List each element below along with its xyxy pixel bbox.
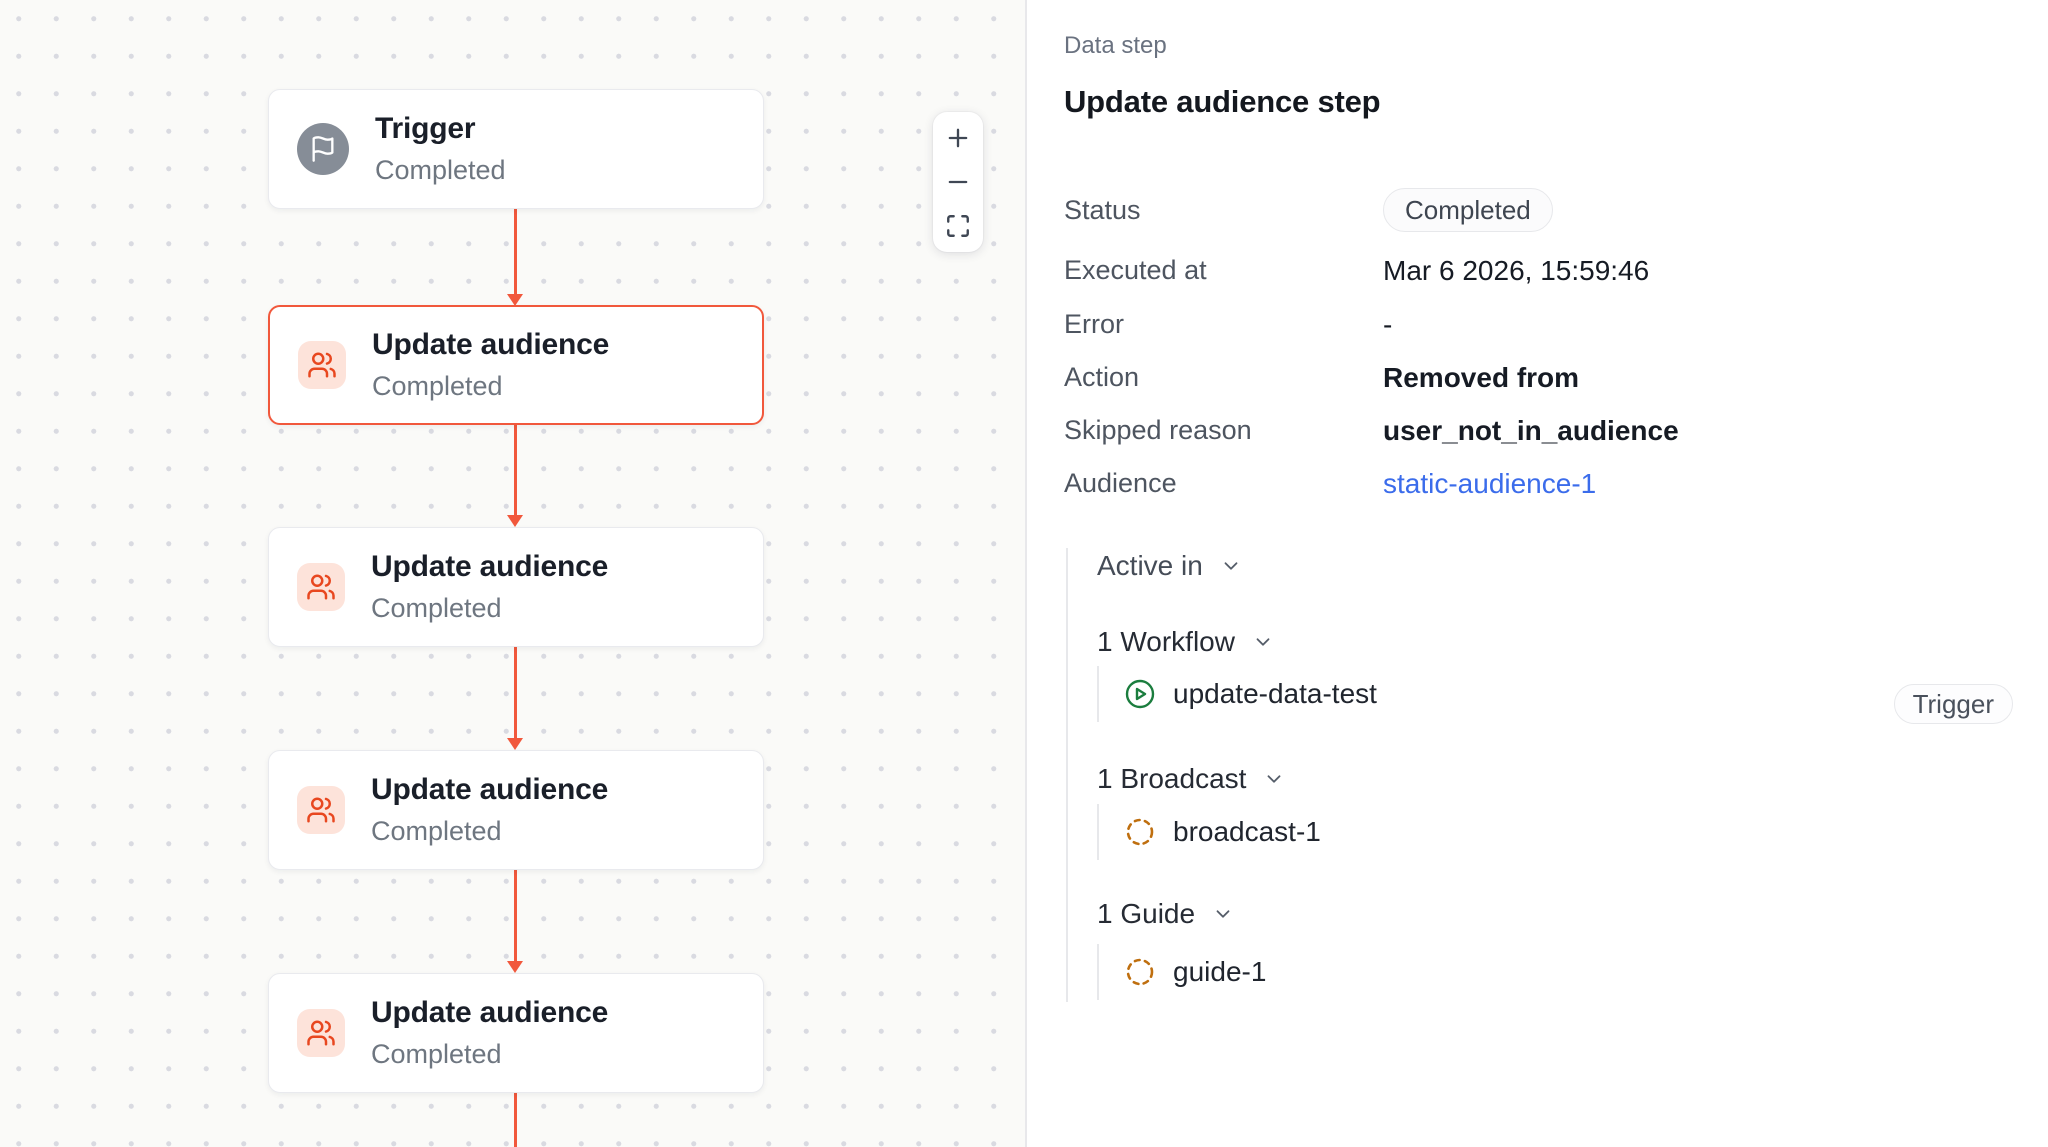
edge-arrow (507, 870, 523, 973)
group-workflow-toggle[interactable]: 1 Workflow (1097, 626, 1274, 658)
active-in-label: Active in (1097, 550, 1203, 581)
flag-icon (297, 123, 349, 175)
field-label: Action (1064, 362, 1140, 392)
chevron-down-icon (1220, 555, 1242, 577)
list-item-guide[interactable]: guide-1 (1097, 944, 1266, 1000)
field-value: Removed from (1383, 362, 1580, 393)
edge-arrow (507, 209, 523, 306)
field-row-status: Status Completed (1064, 188, 2024, 232)
status-badge: Completed (1383, 188, 1553, 232)
node-title: Update audience (371, 773, 609, 806)
chevron-down-icon (1212, 903, 1234, 925)
canvas-zoom-toolbar (933, 112, 983, 252)
zoom-in-button[interactable] (933, 116, 983, 160)
node-title: Update audience (371, 996, 609, 1029)
field-value: - (1383, 309, 1393, 340)
node-update-audience[interactable]: Update audience Completed (268, 305, 764, 425)
node-status: Completed (372, 371, 503, 401)
group-header: 1 Broadcast (1097, 763, 1247, 794)
plus-icon (948, 128, 968, 148)
active-in-toggle[interactable]: Active in (1097, 550, 1242, 582)
arrowhead (507, 738, 523, 750)
fit-view-button[interactable] (933, 204, 983, 248)
panel-eyebrow: Data step (1064, 32, 1167, 59)
node-title: Trigger (375, 112, 476, 145)
edge-arrow (507, 647, 523, 750)
field-value: user_not_in_audience (1383, 415, 1679, 446)
circle-play-icon (1124, 678, 1156, 710)
node-title: Update audience (372, 328, 610, 361)
edge-arrow (507, 425, 523, 527)
group-header: 1 Workflow (1097, 626, 1235, 657)
node-status: Completed (371, 816, 502, 846)
guide-name: guide-1 (1173, 956, 1267, 987)
trigger-tag-badge: Trigger (1893, 684, 2013, 724)
arrowhead (507, 515, 523, 527)
list-item-broadcast[interactable]: broadcast-1 (1097, 804, 1321, 860)
zoom-out-button[interactable] (933, 160, 983, 204)
group-header: 1 Guide (1097, 898, 1196, 929)
field-label: Skipped reason (1064, 415, 1252, 445)
audience-link[interactable]: static-audience-1 (1383, 468, 1597, 499)
node-trigger[interactable]: Trigger Completed (268, 89, 764, 209)
maximize-icon (947, 215, 969, 237)
node-status: Completed (371, 593, 502, 623)
chevron-down-icon (1263, 768, 1285, 790)
edge-arrow (514, 1093, 517, 1147)
group-broadcast-toggle[interactable]: 1 Broadcast (1097, 763, 1285, 795)
node-title: Update audience (371, 550, 609, 583)
field-row-error: Error - (1064, 309, 2024, 341)
users-icon (297, 786, 345, 834)
node-update-audience[interactable]: Update audience Completed (268, 750, 764, 870)
node-status: Completed (375, 155, 506, 185)
group-guide-toggle[interactable]: 1 Guide (1097, 898, 1234, 930)
broadcast-name: broadcast-1 (1173, 816, 1321, 847)
field-row-skipped-reason: Skipped reason user_not_in_audience (1064, 415, 2024, 447)
node-update-audience[interactable]: Update audience Completed (268, 973, 764, 1093)
users-icon (297, 1009, 345, 1057)
workflow-canvas[interactable]: Trigger Completed Update audience Comple… (0, 0, 1027, 1147)
step-detail-panel: Data step Update audience step Status Co… (1029, 0, 2048, 1147)
list-item-workflow[interactable]: update-data-test (1097, 666, 1377, 722)
arrowhead (507, 961, 523, 973)
field-row-action: Action Removed from (1064, 362, 2024, 394)
field-label: Error (1064, 309, 1124, 339)
page-title: Update audience step (1064, 84, 1381, 119)
node-update-audience[interactable]: Update audience Completed (268, 527, 764, 647)
field-row-audience: Audience static-audience-1 (1064, 468, 2024, 500)
minus-icon (948, 180, 968, 184)
dashed-circle-icon (1124, 956, 1156, 988)
field-label: Status (1064, 194, 1141, 225)
node-status: Completed (371, 1039, 502, 1069)
chevron-down-icon (1252, 631, 1274, 653)
field-label: Executed at (1064, 255, 1207, 285)
dashed-circle-icon (1124, 816, 1156, 848)
workflow-name: update-data-test (1173, 678, 1377, 709)
field-label: Audience (1064, 468, 1177, 498)
active-in-section: Active in 1 Workflow update-data-test 1 … (1066, 548, 1996, 1002)
arrowhead (507, 294, 523, 306)
users-icon (298, 341, 346, 389)
field-value: Mar 6 2026, 15:59:46 (1383, 255, 1650, 286)
users-icon (297, 563, 345, 611)
field-row-executed-at: Executed at Mar 6 2026, 15:59:46 (1064, 255, 2024, 287)
